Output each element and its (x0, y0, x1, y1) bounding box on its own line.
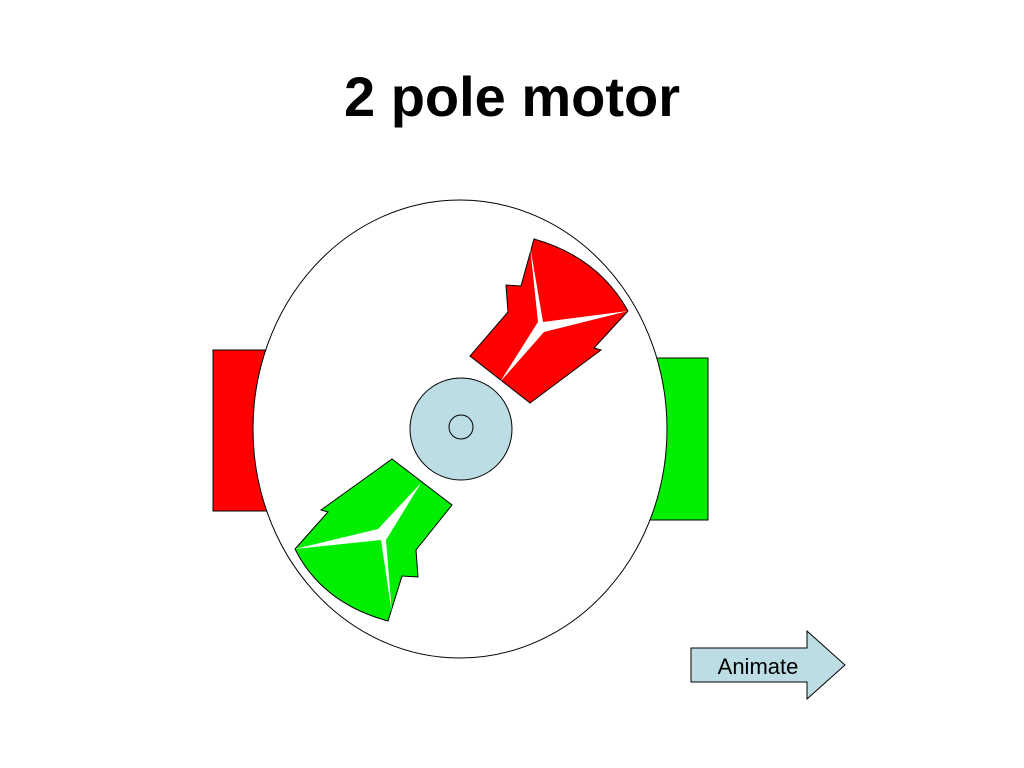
animate-button-label: Animate (718, 654, 799, 679)
animate-button[interactable]: Animate (690, 629, 846, 701)
rotor-pole-south (294, 458, 453, 622)
slide-title: 2 pole motor (343, 65, 681, 128)
animate-button-shape[interactable] (690, 629, 846, 701)
rotor-pole-north (469, 238, 629, 404)
rotor-hub (409, 377, 513, 481)
rotor-pole-north-body (469, 238, 629, 404)
rotor-axle (448, 414, 474, 440)
